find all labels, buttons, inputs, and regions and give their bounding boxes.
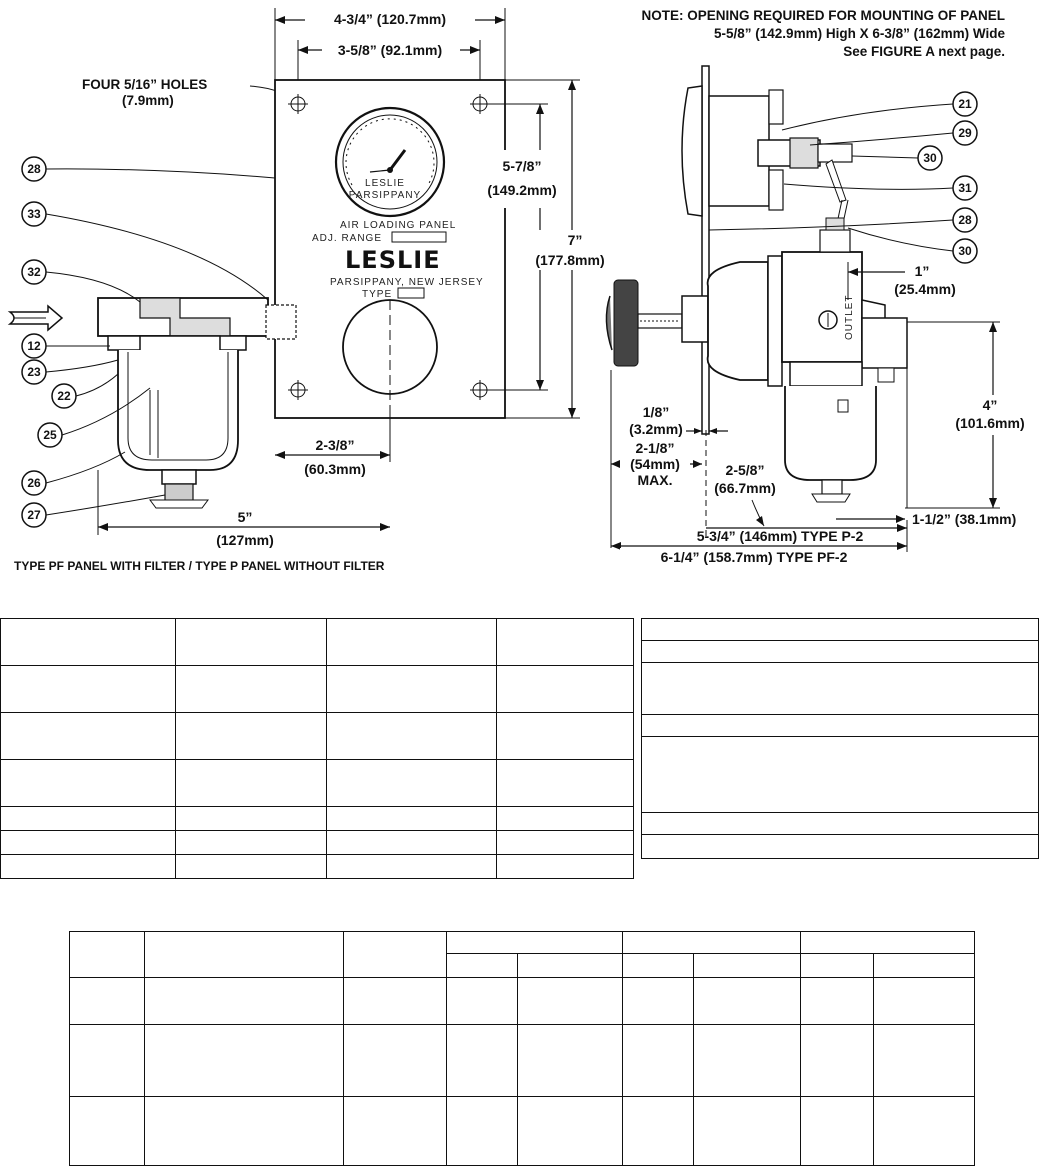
plate-line-4: TYPE <box>362 289 392 300</box>
dim-4in-mm: (101.6mm) <box>955 415 1024 431</box>
callout-30b: 30 <box>847 227 978 264</box>
dim-4in: 4” <box>983 397 998 413</box>
dim-112: 1-1/2” (38.1mm) <box>912 511 1016 527</box>
dim-hole-spacing: 3-5/8” (92.1mm) <box>338 42 442 58</box>
dim-max-word: MAX. <box>638 472 673 488</box>
callout-31: 31 <box>783 175 978 201</box>
callout-28-right: 28 <box>708 207 978 233</box>
regulator-body-icon: OUTLET <box>605 217 908 503</box>
pressure-gauge-icon: LESLIE PARSIPPANY <box>334 106 446 218</box>
callout-33: 33 <box>21 201 269 301</box>
right-figure: OUTLET 21 29 30 31 <box>605 65 1037 566</box>
left-figure: 4-3/4” (120.7mm) 3-5/8” (92.1mm) FOUR 5/… <box>7 8 609 573</box>
callout-27: 27 <box>21 494 166 528</box>
plate-line-3: PARSIPPANY, NEW JERSEY <box>330 277 484 288</box>
filter-assembly-icon <box>7 297 297 509</box>
dim-offset-mm: (60.3mm) <box>304 461 365 477</box>
spec-table-right <box>641 618 1039 859</box>
spec-table-left <box>0 618 634 879</box>
svg-text:27: 27 <box>27 508 41 522</box>
dim-p2: 5-3/4” (146mm) TYPE P-2 <box>697 528 864 544</box>
dim-258-mm: (66.7mm) <box>714 480 775 496</box>
dim-pf2: 6-1/4” (158.7mm) TYPE PF-2 <box>661 549 848 565</box>
callout-21: 21 <box>781 91 978 131</box>
svg-text:23: 23 <box>27 365 41 379</box>
dim-1in-mm: (25.4mm) <box>894 281 955 297</box>
dim-depth-mm: (127mm) <box>216 532 274 548</box>
svg-text:32: 32 <box>27 265 41 279</box>
callout-22: 22 <box>51 373 119 409</box>
dim-1in: 1” <box>915 263 930 279</box>
dim-height-b-mm: (177.8mm) <box>535 252 604 268</box>
dim-eighth: 1/8” <box>643 404 669 420</box>
svg-text:21: 21 <box>958 97 972 111</box>
dim-258: 2-5/8” <box>726 462 765 478</box>
gauge-side-icon <box>681 85 853 229</box>
svg-text:PARSIPPANY: PARSIPPANY <box>349 190 421 201</box>
svg-text:12: 12 <box>27 339 41 353</box>
panel-edge <box>701 65 710 435</box>
outlet-label: OUTLET <box>844 295 855 340</box>
svg-text:31: 31 <box>958 181 972 195</box>
note-line-1: NOTE: OPENING REQUIRED FOR MOUNTING OF P… <box>641 8 1005 23</box>
spec-table-bottom <box>69 931 975 1166</box>
svg-text:29: 29 <box>958 126 972 140</box>
dim-height-a-mm: (149.2mm) <box>487 182 556 198</box>
callout-29: 29 <box>809 120 978 146</box>
dim-height-b: 7” <box>568 232 583 248</box>
note-line-3: See FIGURE A next page. <box>843 44 1005 59</box>
plate-line-2: ADJ. RANGE <box>312 233 382 244</box>
figure-caption: TYPE PF PANEL WITH FILTER / TYPE P PANEL… <box>14 559 385 573</box>
callout-28: 28 <box>21 156 276 182</box>
callout-32: 32 <box>21 259 141 303</box>
dim-max: 2-1/8” <box>636 440 675 456</box>
dim-depth: 5” <box>238 509 253 525</box>
holes-mm: (7.9mm) <box>122 93 174 108</box>
dim-offset: 2-3/8” <box>316 437 355 453</box>
svg-text:25: 25 <box>43 428 57 442</box>
dim-overall-width: 4-3/4” (120.7mm) <box>334 11 446 27</box>
callout-23: 23 <box>21 359 119 385</box>
callout-30a: 30 <box>851 145 943 171</box>
svg-text:28: 28 <box>958 213 972 227</box>
svg-text:30: 30 <box>958 244 972 258</box>
svg-text:33: 33 <box>27 207 41 221</box>
dim-eighth-mm: (3.2mm) <box>629 421 683 437</box>
callout-26: 26 <box>21 451 126 496</box>
svg-text:LESLIE: LESLIE <box>365 178 405 189</box>
holes-label: FOUR 5/16” HOLES <box>82 77 207 92</box>
callout-12: 12 <box>21 333 110 359</box>
svg-text:26: 26 <box>27 476 41 490</box>
note-line-2: 5-5/8” (142.9mm) High X 6-3/8” (162mm) W… <box>714 26 1005 41</box>
dim-max-mm: (54mm) <box>630 456 680 472</box>
plate-brand: LESLIE <box>345 246 441 274</box>
svg-text:30: 30 <box>923 151 937 165</box>
callout-25: 25 <box>37 387 151 448</box>
technical-drawing: NOTE: OPENING REQUIRED FOR MOUNTING OF P… <box>7 8 1037 573</box>
svg-text:22: 22 <box>57 389 71 403</box>
dim-height-a: 5-7/8” <box>503 158 542 174</box>
svg-text:28: 28 <box>27 162 41 176</box>
plate-line-1: AIR LOADING PANEL <box>340 220 456 231</box>
